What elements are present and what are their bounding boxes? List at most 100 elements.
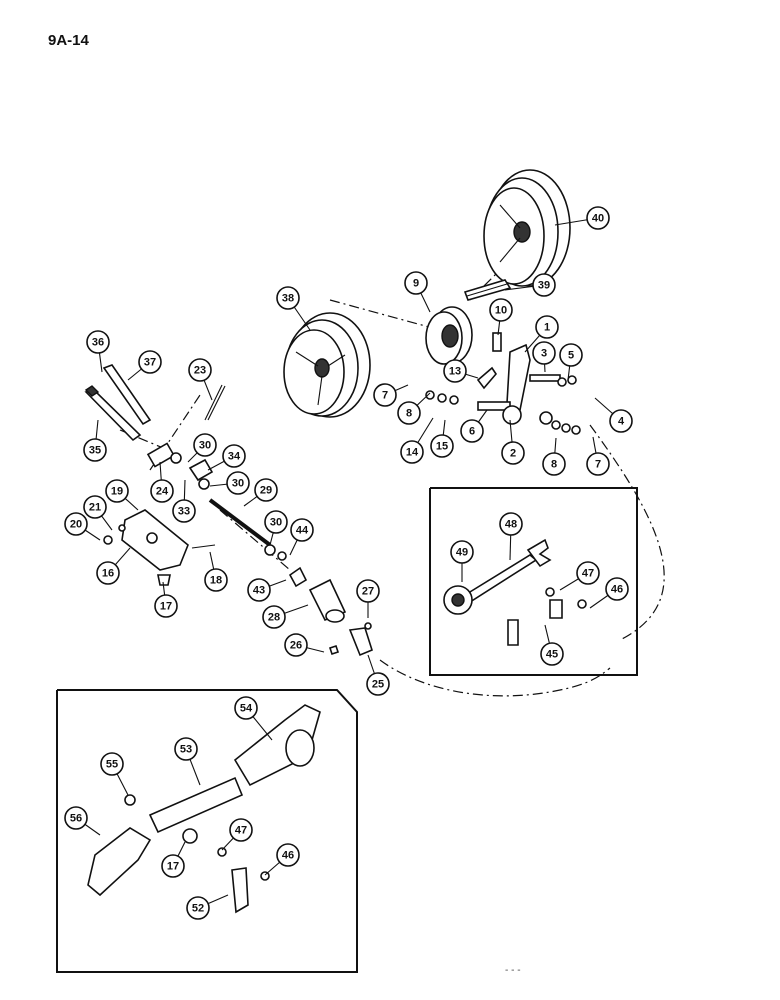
callout-7: 7: [586, 436, 610, 476]
callout-43: 43: [247, 578, 287, 602]
pivot-28: [288, 566, 347, 623]
callout-14: 14: [400, 417, 434, 464]
callout-number: 25: [372, 679, 384, 691]
callout-8: 8: [397, 392, 431, 425]
callout-3: 3: [532, 341, 556, 373]
callout-circle: [186, 896, 210, 920]
upper-inset-frame: [429, 487, 638, 676]
inset-arm-54: [233, 704, 321, 787]
callout-circle: [247, 578, 271, 602]
callout-circle: [460, 419, 484, 443]
callout-number: 29: [260, 485, 272, 497]
callout-55: 55: [100, 752, 129, 796]
callout-53: 53: [174, 737, 201, 786]
inset-bolt-55: [124, 794, 136, 806]
callout-circle: [356, 579, 380, 603]
callout-circle: [443, 359, 467, 383]
callout-number: 55: [106, 759, 118, 771]
page-id: 9A-14: [48, 32, 89, 49]
callout-number: 3: [541, 348, 547, 360]
callout-circle: [96, 561, 120, 585]
callout-24: 24: [150, 461, 174, 503]
callout-number: 45: [546, 649, 558, 661]
callout-circle: [532, 341, 556, 365]
callout-47: 47: [559, 561, 600, 591]
lever-25: [328, 622, 373, 657]
callout-number: 47: [582, 568, 594, 580]
callout-circle: [83, 495, 107, 519]
callout-circle: [138, 350, 162, 374]
callout-circle: [264, 510, 288, 534]
callout-number: 46: [611, 584, 623, 596]
callout-circle: [542, 452, 566, 476]
callout-36: 36: [86, 330, 110, 373]
callout-number: 20: [70, 519, 82, 531]
sheave-38: [283, 312, 371, 418]
callout-number: 30: [199, 440, 211, 452]
lower-inset-frame: [56, 689, 358, 973]
callout-circle: [430, 434, 454, 458]
callout-circle: [229, 818, 253, 842]
callout-circle: [450, 540, 474, 564]
callout-20: 20: [64, 512, 101, 541]
callout-circle: [290, 518, 314, 542]
callout-6: 6: [460, 409, 488, 443]
callout-number: 24: [156, 486, 169, 498]
callout-46: 46: [264, 843, 300, 876]
callout-number: 17: [160, 601, 172, 613]
callout-number: 9: [413, 278, 419, 290]
callout-35: 35: [83, 419, 107, 462]
callout-circle: [397, 401, 421, 425]
callout-23: 23: [188, 358, 213, 401]
callout-circle: [404, 271, 428, 295]
callout-circle: [105, 479, 129, 503]
callout-circle: [586, 206, 610, 230]
callout-number: 37: [144, 357, 156, 369]
callout-circle: [501, 441, 525, 465]
callout-circle: [226, 471, 250, 495]
callout-34: 34: [207, 444, 246, 471]
callout-49: 49: [450, 540, 474, 582]
callout-29: 29: [243, 478, 278, 507]
callout-21: 21: [83, 495, 113, 531]
callout-circle: [489, 298, 513, 322]
callout-52: 52: [186, 894, 229, 920]
callout-circle: [605, 577, 629, 601]
callout-16: 16: [96, 547, 131, 585]
callout-25: 25: [366, 654, 390, 696]
callout-number: 7: [382, 390, 388, 402]
callout-number: 5: [568, 350, 574, 362]
inset-clip-52: [217, 847, 270, 914]
callout-number: 56: [70, 813, 82, 825]
callout-17: 17: [161, 841, 186, 878]
callout-8: 8: [542, 437, 566, 476]
callout-circle: [172, 499, 196, 523]
callout-circle: [193, 433, 217, 457]
callout-circle: [161, 854, 185, 878]
callout-circle: [204, 568, 228, 592]
callout-number: 47: [235, 825, 247, 837]
callout-48: 48: [499, 512, 523, 561]
callout-number: 10: [495, 305, 507, 317]
callout-circle: [609, 409, 633, 433]
callout-circle: [276, 843, 300, 867]
sheave-40: [483, 169, 571, 287]
callout-circle: [366, 672, 390, 696]
callout-54: 54: [234, 696, 273, 741]
callout-number: 13: [449, 366, 461, 378]
callout-39: 39: [504, 273, 556, 297]
bracket-16: [103, 509, 216, 586]
callout-number: 30: [270, 517, 282, 529]
callout-56: 56: [64, 806, 101, 836]
callout-number: 17: [167, 861, 179, 873]
callout-circle: [150, 479, 174, 503]
callout-number: 39: [538, 280, 550, 292]
callout-circle: [535, 315, 559, 339]
callout-number: 21: [89, 502, 101, 514]
callout-4: 4: [594, 397, 633, 433]
callout-30: 30: [209, 471, 250, 495]
callout-number: 6: [469, 426, 475, 438]
footer-mark: - - -: [505, 965, 521, 976]
callout-number: 16: [102, 568, 114, 580]
callout-27: 27: [356, 579, 380, 618]
